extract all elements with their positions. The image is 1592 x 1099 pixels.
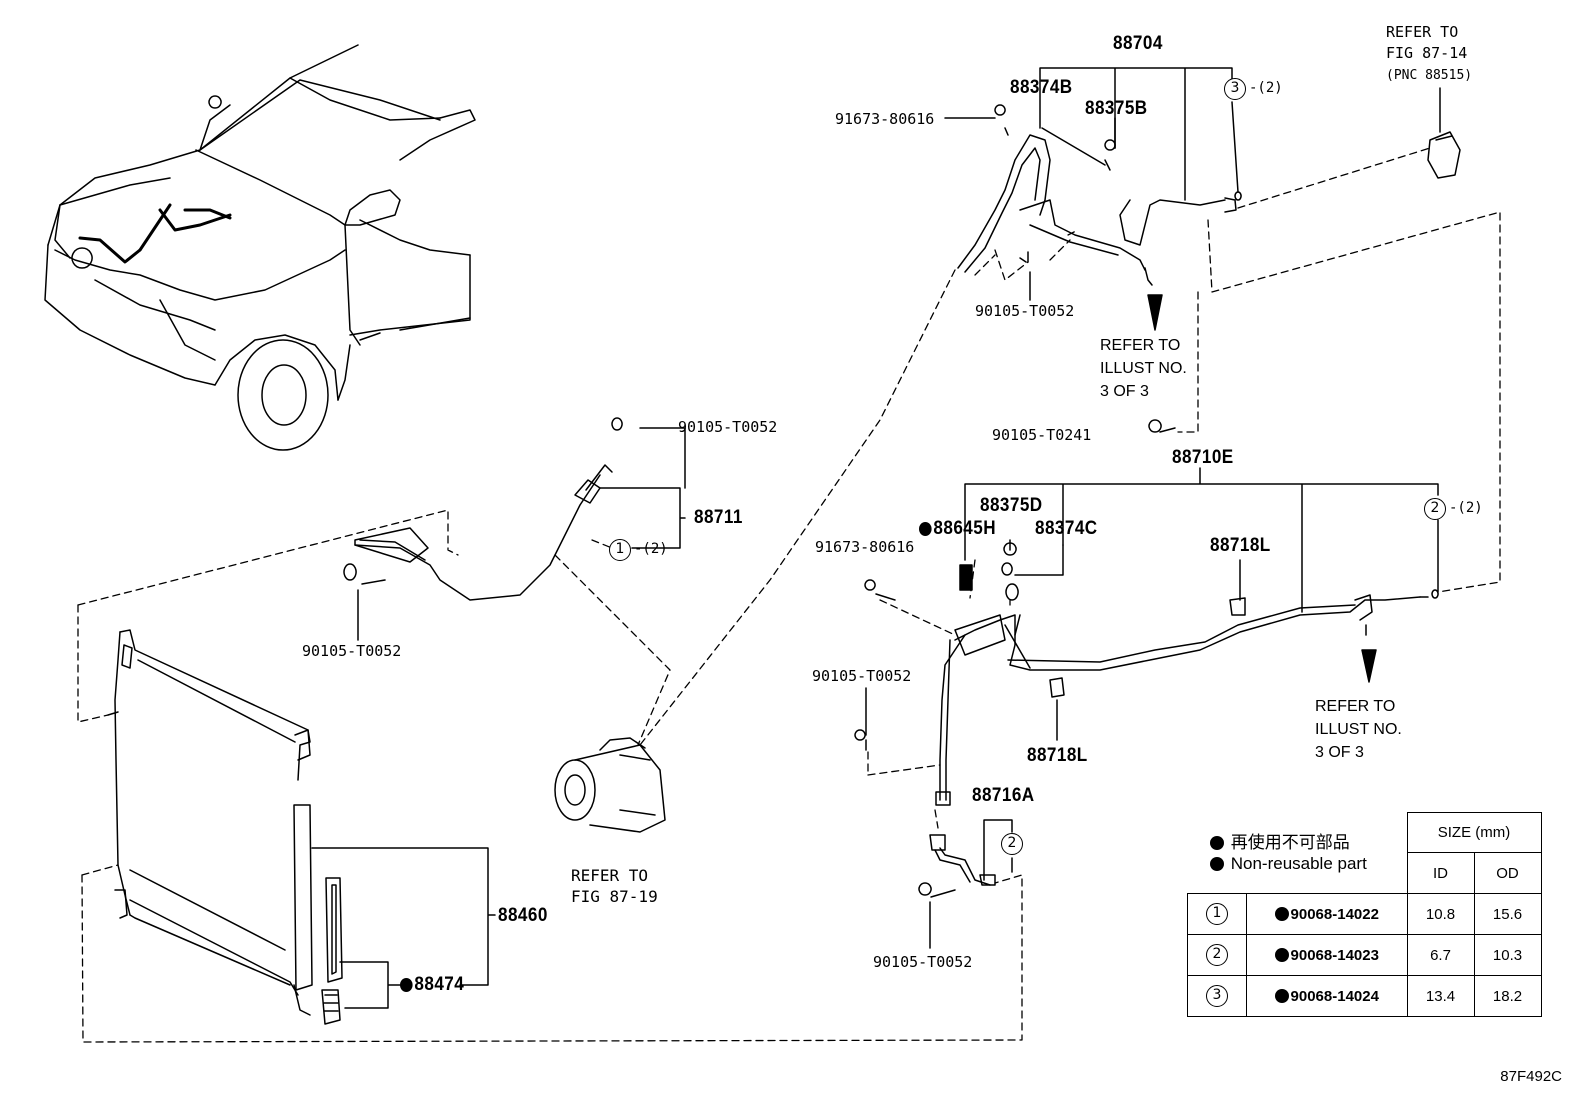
part-90105-T0052-bottom-label: 90105-T0052 <box>873 953 973 971</box>
row-1-callout: 1 <box>1206 903 1228 925</box>
id-header: ID <box>1406 852 1475 894</box>
part-88374C-label: 88374C <box>1035 518 1098 539</box>
hose-88711 <box>343 417 623 601</box>
row-3-od: 18.2 <box>1473 975 1542 1017</box>
row-3-id: 13.4 <box>1406 975 1475 1017</box>
od-header: OD <box>1473 852 1542 894</box>
legend-japanese-text: 再使用不可部品 <box>1230 833 1350 852</box>
row-3-part: 90068-14024 <box>1290 987 1379 1005</box>
row-2-part: 90068-14023 <box>1290 946 1379 964</box>
refer-pnc-88515-note: (PNC 88515) <box>1386 68 1473 83</box>
part-88645H-text: 88645H <box>933 518 997 539</box>
part-90105-T0052-left-label: 90105-T0052 <box>302 642 402 660</box>
part-91673-80616-right-label: 91673-80616 <box>815 538 915 556</box>
non-reusable-dot-icon <box>919 522 932 536</box>
condenser-illustration <box>107 629 343 1025</box>
leader-lines <box>311 67 1441 1009</box>
row-2-od: 10.3 <box>1473 934 1542 976</box>
non-reusable-dot-icon <box>400 978 413 992</box>
refer-fig-87-14-note: REFER TO FIG 87-14 <box>1386 23 1468 62</box>
legend-english-text: Non-reusable part <box>1230 854 1367 873</box>
bolt-90105-T0241 <box>1148 419 1176 433</box>
figure-code: 87F492C <box>1500 1068 1562 1085</box>
row-1-part: 90068-14022 <box>1290 905 1379 923</box>
callout-1: 1 <box>609 539 631 561</box>
row-1-id: 10.8 <box>1406 893 1475 935</box>
hose-88710E <box>854 542 1439 898</box>
row-3-callout: 3 <box>1206 985 1228 1007</box>
compressor-illustration <box>554 737 666 833</box>
row-2-callout: 2 <box>1206 944 1228 966</box>
part-88711-label: 88711 <box>694 507 743 528</box>
non-reusable-dot-icon <box>1274 988 1289 1003</box>
part-88375B-label: 88375B <box>1085 98 1148 119</box>
part-88474-text: 88474 <box>414 974 465 995</box>
part-88704-label: 88704 <box>1113 33 1163 54</box>
legend-japanese: 再使用不可部品 <box>1210 828 1350 853</box>
table-row: 2 90068-14023 6.7 10.3 <box>1187 934 1542 976</box>
part-90105-T0052-mid-label: 90105-T0052 <box>678 418 778 436</box>
row-1-od: 15.6 <box>1473 893 1542 935</box>
callout-2-qty: -(2) <box>1449 500 1483 516</box>
part-90105-T0241-label: 90105-T0241 <box>992 426 1092 444</box>
row-2-id: 6.7 <box>1406 934 1475 976</box>
valve-illustration <box>1427 131 1461 179</box>
part-88645H-label: 88645H <box>919 518 996 540</box>
part-90105-T0052-top-label: 90105-T0052 <box>975 302 1075 320</box>
part-88718L-b-label: 88718L <box>1027 745 1088 766</box>
table-row: 1 90068-14022 10.8 15.6 <box>1187 893 1542 935</box>
callout-1-qty: -(2) <box>634 541 668 557</box>
callout-2-88716A: 2 <box>1001 833 1023 855</box>
part-88474-label: 88474 <box>400 974 464 996</box>
part-88716A-label: 88716A <box>972 785 1035 806</box>
refer-fig-87-19-note: REFER TO FIG 87-19 <box>571 866 658 906</box>
table-row: 3 90068-14024 13.4 18.2 <box>1187 975 1542 1017</box>
part-88374B-label: 88374B <box>1010 77 1073 98</box>
non-reusable-dot-icon <box>1210 857 1224 871</box>
non-reusable-dot-icon <box>1274 906 1289 921</box>
o-ring-size-table: SIZE (mm) ID OD 1 90068-14022 10.8 15.6 … <box>1187 812 1542 1017</box>
hose-88704 <box>957 104 1242 286</box>
part-91673-80616-top-label: 91673-80616 <box>835 110 935 128</box>
part-88460-label: 88460 <box>498 905 548 926</box>
vehicle-illustration <box>44 44 476 451</box>
part-88375D-label: 88375D <box>980 495 1043 516</box>
non-reusable-dot-icon <box>1274 947 1289 962</box>
size-header: SIZE (mm) <box>1406 812 1542 853</box>
callout-2: 2 <box>1424 498 1446 520</box>
part-88718L-a-label: 88718L <box>1210 535 1271 556</box>
callout-3-qty: -(2) <box>1249 80 1283 96</box>
non-reusable-dot-icon <box>1210 836 1224 850</box>
dashed-lines <box>77 147 1501 1043</box>
part-90105-T0052-right-label: 90105-T0052 <box>812 667 912 685</box>
part-88710E-label: 88710E <box>1172 447 1234 468</box>
callout-3: 3 <box>1224 78 1246 100</box>
refer-illust-right-note: REFER TO ILLUST NO. 3 OF 3 <box>1315 698 1402 761</box>
refer-illust-top-note: REFER TO ILLUST NO. 3 OF 3 <box>1100 337 1187 400</box>
legend-english: Non-reusable part <box>1210 854 1367 874</box>
